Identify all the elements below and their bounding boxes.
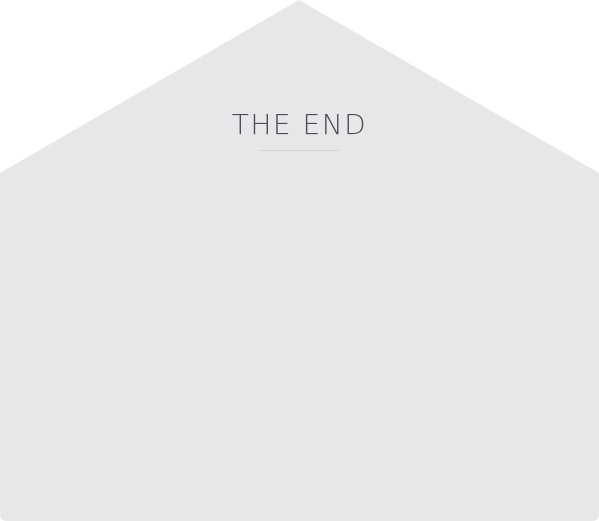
end-title: THE END bbox=[231, 108, 368, 141]
title-divider bbox=[259, 150, 339, 151]
